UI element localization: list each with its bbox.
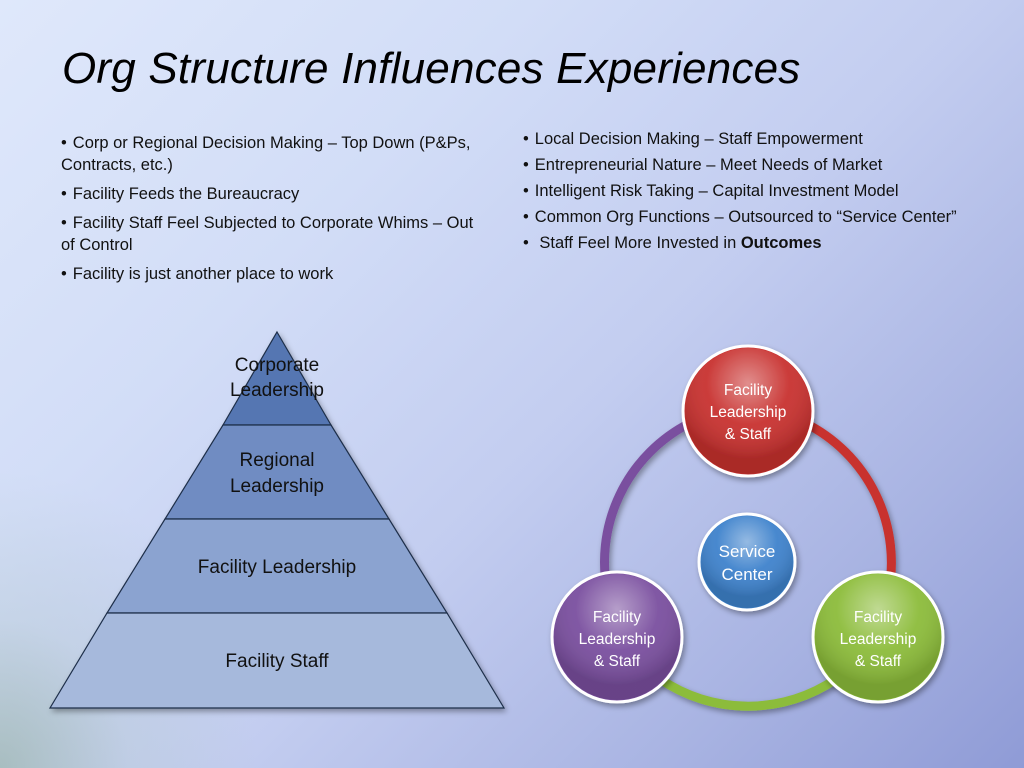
bullet-text: Local Decision Making – Staff Empowermen… [534,130,863,148]
cycle-node-label: Facility [854,609,902,626]
cycle-node-label: & Staff [594,653,641,670]
cycle-labels: Facility Leadership & Staff Facility Lea… [579,382,917,670]
cycle-node-label: & Staff [725,426,772,443]
pyramid-level-corporate [221,330,333,426]
cycle-node-right [811,570,945,704]
bullet-text: Corp or Regional Decision Making – Top D… [61,134,471,174]
list-item: • Facility is just another place to work [61,263,491,285]
list-item: • Common Org Functions – Outsourced to “S… [523,206,973,228]
cycle-node-left [550,570,684,704]
bullet-icon: • [523,182,529,200]
bullet-text: Staff Feel More Invested in [534,234,741,252]
pyramid-label: Corporate [235,355,320,376]
pyramid-label: Regional [240,450,315,471]
list-item: • Staff Feel More Invested in Outcomes [523,232,973,254]
list-item: •Corp or Regional Decision Making – Top … [61,132,491,176]
bullet-icon: • [523,234,529,252]
service-center-label: Center [721,565,772,584]
cycle-node-gloss [685,348,811,474]
cycle-node-label: Leadership [840,631,917,648]
cycle-node-gloss [815,574,941,700]
cycle-arc-purple [600,418,695,600]
bullet-text: Facility is just another place to work [72,265,334,283]
list-item: •Facility Staff Feel Subjected to Corpor… [61,212,491,256]
cycle-node-label: & Staff [855,653,902,670]
right-bullet-list: • Local Decision Making – Staff Empowerme… [523,128,973,258]
bullet-icon: • [61,185,67,203]
pyramid-level-regional [163,424,391,520]
bullet-text: Facility Feeds the Bureaucracy [72,185,300,203]
pyramid-label: Facility Leadership [198,557,356,578]
pyramid [48,330,506,709]
bullet-text: Common Org Functions – Outsourced to “Se… [534,208,957,226]
cycle-node-gloss [554,574,680,700]
bullet-text: Intelligent Risk Taking – Capital Invest… [534,182,899,200]
cycle-arc-red [800,418,896,600]
service-center-gloss [701,516,793,608]
bullet-icon: • [523,208,529,226]
cycle-ring [600,418,896,711]
left-bullet-list: •Corp or Regional Decision Making – Top … [61,132,491,292]
list-item: • Facility Feeds the Bureaucracy [61,183,491,205]
cycle-node-label: Leadership [579,631,656,648]
cycle-center [697,512,797,612]
bullet-icon: • [523,130,529,148]
pyramid-label: Facility Staff [225,651,329,672]
bullet-text: Facility Staff Feel Subjected to Corpora… [61,214,474,254]
list-item: • Entrepreneurial Nature – Meet Needs of … [523,154,973,176]
service-center-label: Service [719,542,776,561]
bullet-bold-text: Outcomes [740,234,822,252]
bullet-icon: • [61,214,67,232]
pyramid-level-facility-staff [48,612,506,709]
bullet-icon: • [61,265,67,283]
pyramid-label: Leadership [230,380,324,401]
cycle-node-label: Facility [724,382,772,399]
bullet-icon: • [523,156,529,174]
list-item: • Local Decision Making – Staff Empowerme… [523,128,973,150]
bullet-icon: • [61,134,67,152]
cycle-arc-green [655,674,841,711]
cycle-node-label: Leadership [710,404,787,421]
pyramid-labels: Corporate Leadership Regional Leadership… [198,355,356,672]
cycle-node-label: Facility [593,609,641,626]
bullet-text: Entrepreneurial Nature – Meet Needs of M… [534,156,883,174]
slide-title: Org Structure Influences Experiences [62,44,801,93]
pyramid-label: Leadership [230,476,324,497]
cycle-node-top [681,344,815,478]
list-item: • Intelligent Risk Taking – Capital Inves… [523,180,973,202]
